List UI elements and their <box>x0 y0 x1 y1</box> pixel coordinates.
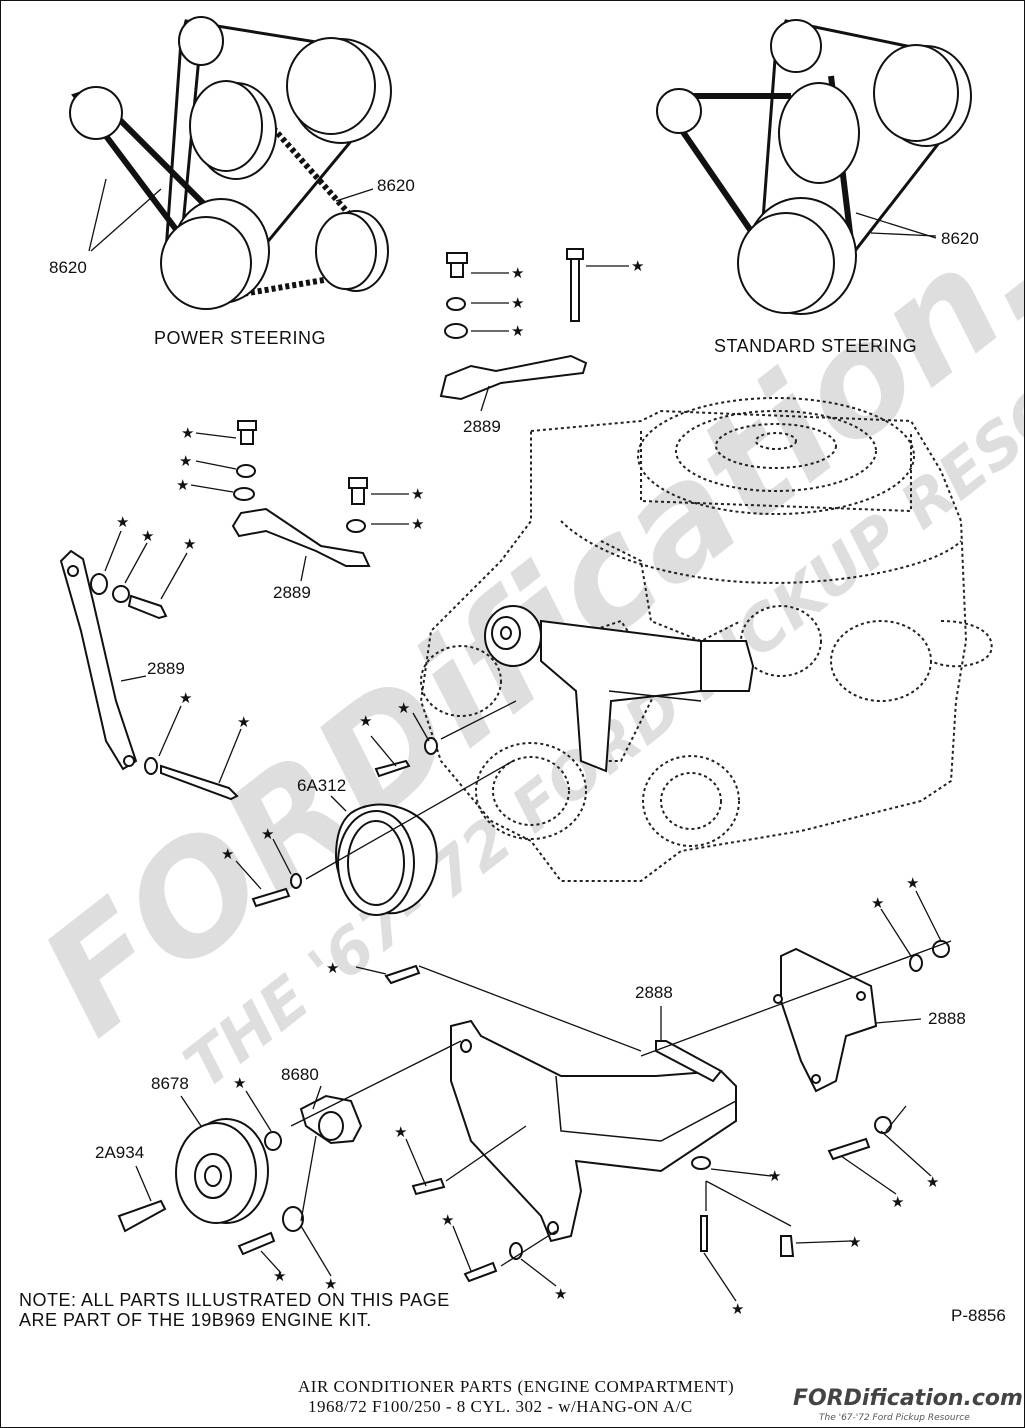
idler-pulley-assembly: ★ ★ ★ 8678 8680 2A934 <box>95 1040 462 1293</box>
star-marker: ★ <box>221 845 234 863</box>
label-2889-left: 2889 <box>147 659 185 678</box>
star-marker: ★ <box>511 322 524 340</box>
star-marker: ★ <box>768 1167 781 1185</box>
star-marker: ★ <box>441 1211 454 1229</box>
star-marker: ★ <box>141 527 154 545</box>
caption-power-steering: POWER STEERING <box>154 328 326 348</box>
star-marker: ★ <box>731 1300 744 1318</box>
star-marker: ★ <box>176 476 189 494</box>
star-marker: ★ <box>906 874 919 892</box>
power-steering-belt-diagram: 8620 8620 POWER STEERING <box>49 16 415 348</box>
footer-title: AIR CONDITIONER PARTS (ENGINE COMPARTMEN… <box>298 1377 734 1396</box>
star-marker: ★ <box>261 825 274 843</box>
star-marker: ★ <box>411 485 424 503</box>
figure-number: P-8856 <box>951 1306 1006 1325</box>
star-marker: ★ <box>183 535 196 553</box>
label-8620-ps-right: 8620 <box>377 176 415 195</box>
label-8678: 8678 <box>151 1074 189 1093</box>
label-2889-mid: 2889 <box>273 583 311 602</box>
star-marker: ★ <box>179 452 192 470</box>
note-line-2: ARE PART OF THE 19B969 ENGINE KIT. <box>19 1310 372 1330</box>
star-marker: ★ <box>179 689 192 707</box>
crank-pulley-assembly: ★ ★ ★ ★ 6A312 <box>221 699 517 916</box>
label-2889-top: 2889 <box>463 417 501 436</box>
star-marker: ★ <box>233 1074 246 1092</box>
middle-bracket-assembly: ★ ★ ★ ★ ★ 2889 <box>176 420 424 602</box>
standard-steering-belt-diagram: 8620 STANDARD STEERING <box>656 19 979 356</box>
star-marker: ★ <box>871 894 884 912</box>
star-marker: ★ <box>926 1173 939 1191</box>
upper-bracket-assembly: ★ ★ ★ ★ 2889 <box>439 248 644 436</box>
star-marker: ★ <box>324 1275 337 1293</box>
label-8620-standard: 8620 <box>941 229 979 248</box>
star-marker: ★ <box>631 257 644 275</box>
logo-tagline: The '67-'72 Ford Pickup Resource <box>819 1413 970 1423</box>
star-marker: ★ <box>848 1233 861 1251</box>
star-marker: ★ <box>411 515 424 533</box>
label-2888-center: 2888 <box>635 983 673 1002</box>
star-marker: ★ <box>394 1123 407 1141</box>
label-8620-ps-left: 8620 <box>49 258 87 277</box>
label-2888-right: 2888 <box>928 1009 966 1028</box>
caption-standard-steering: STANDARD STEERING <box>714 336 917 356</box>
star-marker: ★ <box>397 699 410 717</box>
star-marker: ★ <box>326 959 339 977</box>
note-line-1: NOTE: ALL PARTS ILLUSTRATED ON THIS PAGE <box>19 1290 450 1310</box>
left-bracket-assembly: ★ ★ ★ ★ ★ 2889 <box>59 513 250 801</box>
site-logo: FORDification.com The '67-'72 Ford Picku… <box>793 1386 1023 1423</box>
star-marker: ★ <box>554 1285 567 1303</box>
star-marker: ★ <box>511 264 524 282</box>
logo-name: FORDification.com <box>793 1386 1023 1411</box>
star-marker: ★ <box>891 1193 904 1211</box>
label-6A312: 6A312 <box>297 776 346 795</box>
label-2A934: 2A934 <box>95 1143 144 1162</box>
star-marker: ★ <box>237 713 250 731</box>
star-marker: ★ <box>511 294 524 312</box>
star-marker: ★ <box>116 513 129 531</box>
label-8680: 8680 <box>281 1065 319 1084</box>
engine-outline <box>419 397 993 882</box>
star-marker: ★ <box>359 712 372 730</box>
footer-subtitle: 1968/72 F100/250 - 8 CYL. 302 - w/HANG-O… <box>308 1397 693 1416</box>
star-marker: ★ <box>273 1267 286 1285</box>
star-marker: ★ <box>181 424 194 442</box>
lower-bracket-assembly: ★ ★ ★ ★ ★ ★ ★ ★ ★ ★ ★ 2888 2888 <box>326 874 966 1318</box>
